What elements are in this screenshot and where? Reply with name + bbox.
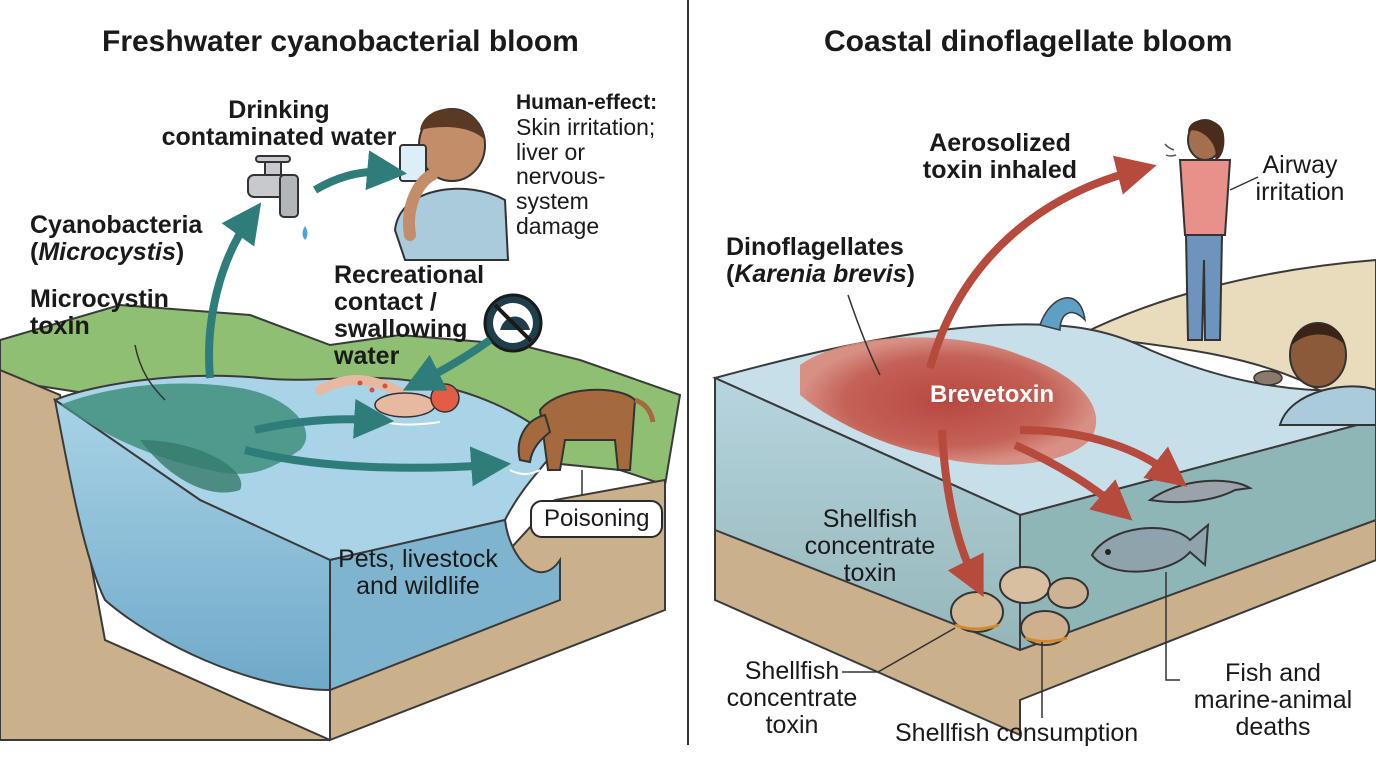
- deaths-line2: marine-animal: [1193, 686, 1353, 714]
- microcystin-line1: Microcystin: [30, 285, 169, 313]
- shellfish-below-label: Shellfish concentrate toxin: [712, 658, 872, 739]
- human-effect-line-1: Skin irritation;: [516, 113, 656, 140]
- cyanobacteria-label: Cyanobacteria (Microcystis): [30, 212, 202, 266]
- dinoflagellates-close: ): [906, 260, 915, 288]
- deaths-line1: Fish and: [1225, 659, 1321, 687]
- airway-line1: Airway: [1262, 151, 1338, 179]
- arrow-to-faucet: [205, 202, 262, 379]
- left-title: Freshwater cyanobacterial bloom: [102, 25, 579, 58]
- dog: [509, 388, 656, 475]
- shellfish-inside-label: Shellfish concentrate toxin: [790, 506, 950, 587]
- clams: [950, 566, 1089, 646]
- recreational-line-2: contact /: [334, 288, 437, 316]
- airway-line2: irritation: [1255, 178, 1345, 206]
- arrow-aerosol: [926, 155, 1157, 370]
- cyanobacteria-open: (: [30, 238, 39, 266]
- arrow-sign-to-swimmer: [402, 336, 493, 391]
- aerosol-line1: Aerosolized: [929, 129, 1071, 157]
- no-swimming-icon: [483, 293, 543, 353]
- cyanobacteria-close: ): [175, 238, 185, 266]
- human-effect-heading: Human-effect:: [516, 91, 658, 114]
- water-front: [53, 397, 331, 692]
- eating-person: [1253, 322, 1376, 426]
- arrow-to-dog: [243, 446, 512, 487]
- aerosol-label: Aerosolized toxin inhaled: [910, 130, 1090, 184]
- drinking-label-line2: contaminated water: [161, 123, 397, 151]
- algal-scum-2: [140, 440, 242, 493]
- brevetoxin-label: Brevetoxin: [930, 381, 1055, 408]
- leader-dinoflagellates: [847, 294, 881, 376]
- shellfish-inside-line-1: Shellfish: [822, 505, 918, 533]
- human-effect-line-5: damage: [516, 212, 600, 239]
- leader-airway: [1229, 176, 1259, 191]
- recreational-line-4: water: [334, 342, 400, 370]
- dinoflagellates-line1: Dinoflagellates: [726, 233, 904, 261]
- recreational-label: Recreational contact / swallowing water: [334, 262, 484, 370]
- arrow-to-dolphin: [1019, 426, 1188, 487]
- arrow-to-drinker: [312, 150, 408, 194]
- shellfish-inside-line-2: concentrate: [804, 532, 936, 560]
- shellfish-below-line-1: Shellfish: [744, 657, 840, 685]
- leader-toxin: [134, 344, 166, 401]
- human-effect-line-3: nervous-: [516, 163, 606, 190]
- microcystin-line2: toxin: [30, 312, 90, 340]
- dinoflagellates-species: Karenia brevis: [734, 260, 907, 288]
- shellfish-inside-line-3: toxin: [843, 559, 897, 587]
- poisoning-callout: Poisoning: [530, 500, 664, 538]
- cyanobacteria-line1: Cyanobacteria: [30, 211, 203, 239]
- dinoflagellates-label: Dinoflagellates (Karenia brevis): [726, 234, 915, 288]
- deaths-line3: deaths: [1235, 713, 1311, 741]
- animals-line2: and wildlife: [356, 572, 480, 600]
- freshwater-block: [0, 303, 682, 742]
- animals-line1: Pets, livestock: [338, 545, 498, 573]
- water-front-right: [329, 518, 561, 692]
- standing-person: [1164, 119, 1232, 341]
- right-title: Coastal dinoflagellate bloom: [824, 25, 1233, 58]
- cyanobacteria-species: Microcystis: [38, 238, 176, 266]
- wave: [1039, 297, 1087, 331]
- deaths-label: Fish and marine-animal deaths: [1180, 660, 1366, 741]
- leader-deaths: [1165, 572, 1180, 681]
- faucet-icon: [247, 155, 308, 240]
- microcystin-label: Microcystin toxin: [30, 286, 169, 340]
- shellfish-below-line-3: toxin: [765, 711, 819, 739]
- aerosol-line2: toxin inhaled: [922, 156, 1078, 184]
- arrow-to-clams: [938, 429, 984, 598]
- arrow-to-fish: [1013, 441, 1133, 521]
- drinking-label: Drinking contaminated water: [160, 97, 398, 151]
- recreational-line-3: swallowing: [334, 315, 468, 343]
- animals-label: Pets, livestock and wildlife: [318, 546, 518, 600]
- drinking-person: [393, 108, 510, 261]
- arrow-to-swimmer: [254, 398, 395, 439]
- dinoflagellates-open: (: [726, 260, 735, 288]
- drinking-label-line1: Drinking: [228, 96, 330, 124]
- leader-shellfish-below: [842, 627, 956, 673]
- soil-left: [0, 368, 331, 741]
- human-effect-line-2: liver or: [516, 138, 586, 165]
- fish: [1090, 522, 1210, 573]
- recreational-line-1: Recreational: [334, 261, 485, 289]
- seabed: [714, 518, 1376, 737]
- human-effect-note: Human-effect: Skin irritation; liver or …: [516, 91, 658, 239]
- airway-label: Airway irritation: [1244, 152, 1356, 206]
- human-effect-line-4: system: [516, 188, 589, 215]
- shellfish-below-line-2: concentrate: [726, 684, 858, 712]
- consumption-label: Shellfish consumption: [895, 719, 1139, 747]
